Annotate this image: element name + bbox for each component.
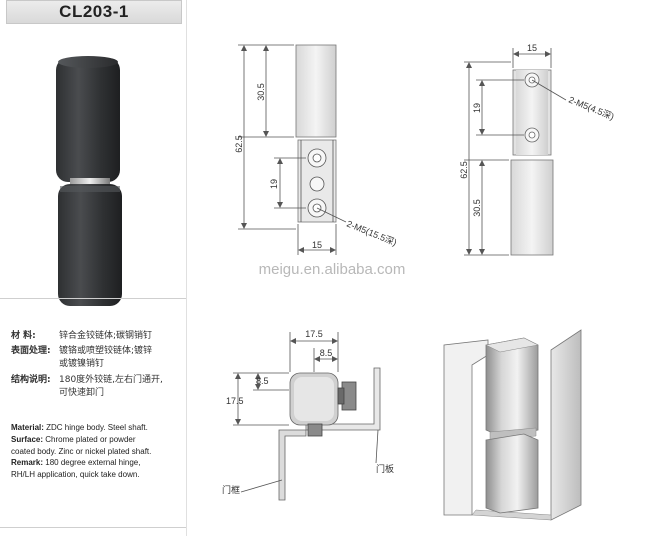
side-dim-height: 17.5 xyxy=(226,396,244,406)
back-hole-callout: 2-M5(4.5深) xyxy=(567,95,615,122)
spec-divider-top xyxy=(0,298,186,299)
spec-structure-cn: 结构说明:180度外铰链,左右门通开, 可快速卸门 xyxy=(11,375,163,398)
side-view-drawing xyxy=(233,332,381,501)
label-door-frame: 门框 xyxy=(222,484,240,495)
model-number: CL203-1 xyxy=(6,0,182,24)
front-view-drawing xyxy=(238,44,347,255)
technical-drawings: 30.5 62.5 19 15 2-M5(15.5深) 15 19 62.5 3… xyxy=(222,43,616,521)
front-dim-hole-pitch: 19 xyxy=(269,179,279,189)
front-dim-width: 15 xyxy=(312,240,322,250)
back-dim-bottom: 30.5 xyxy=(472,199,482,217)
back-dim-width: 15 xyxy=(527,43,537,53)
front-hole-callout: 2-M5(15.5深) xyxy=(345,219,398,248)
spec-material-en: Material: ZDC hinge body. Steel shaft. xyxy=(11,423,148,432)
side-dim-offset-h: 8.5 xyxy=(320,348,333,358)
hinge-product-photo xyxy=(56,56,122,306)
label-door-panel: 门板 xyxy=(376,463,394,474)
side-dim-width: 17.5 xyxy=(305,329,323,339)
spec-divider-bottom xyxy=(0,527,186,528)
hinge-upper-leaf xyxy=(56,58,120,182)
spec-surface-en: Surface: Chrome plated or powder coated … xyxy=(11,435,152,456)
isometric-render xyxy=(443,329,582,521)
front-dim-top: 30.5 xyxy=(256,83,266,101)
hinge-lower-leaf xyxy=(58,184,122,306)
side-dim-offset-v: 8.5 xyxy=(256,376,269,386)
back-dim-hole-pitch: 19 xyxy=(472,103,482,113)
watermark: meigu.en.alibaba.com xyxy=(259,261,406,278)
spec-surface-cn: 表面处理:镀铬或喷塑铰链体;镀锌 或镀镍销钉 xyxy=(11,346,153,369)
back-view-drawing xyxy=(464,48,567,256)
front-dim-total: 62.5 xyxy=(234,135,244,153)
spec-material-cn: 材 料:锌合金铰链体;碳钢销钉 xyxy=(11,331,153,341)
column-divider xyxy=(186,0,187,536)
hinge-pin xyxy=(70,178,110,188)
spec-remark-en: Remark: 180 degree external hinge, RH/LH… xyxy=(11,458,141,479)
hinge-upper-top xyxy=(58,56,118,68)
back-dim-total: 62.5 xyxy=(459,161,469,179)
left-column: CL203-1 xyxy=(0,0,186,536)
